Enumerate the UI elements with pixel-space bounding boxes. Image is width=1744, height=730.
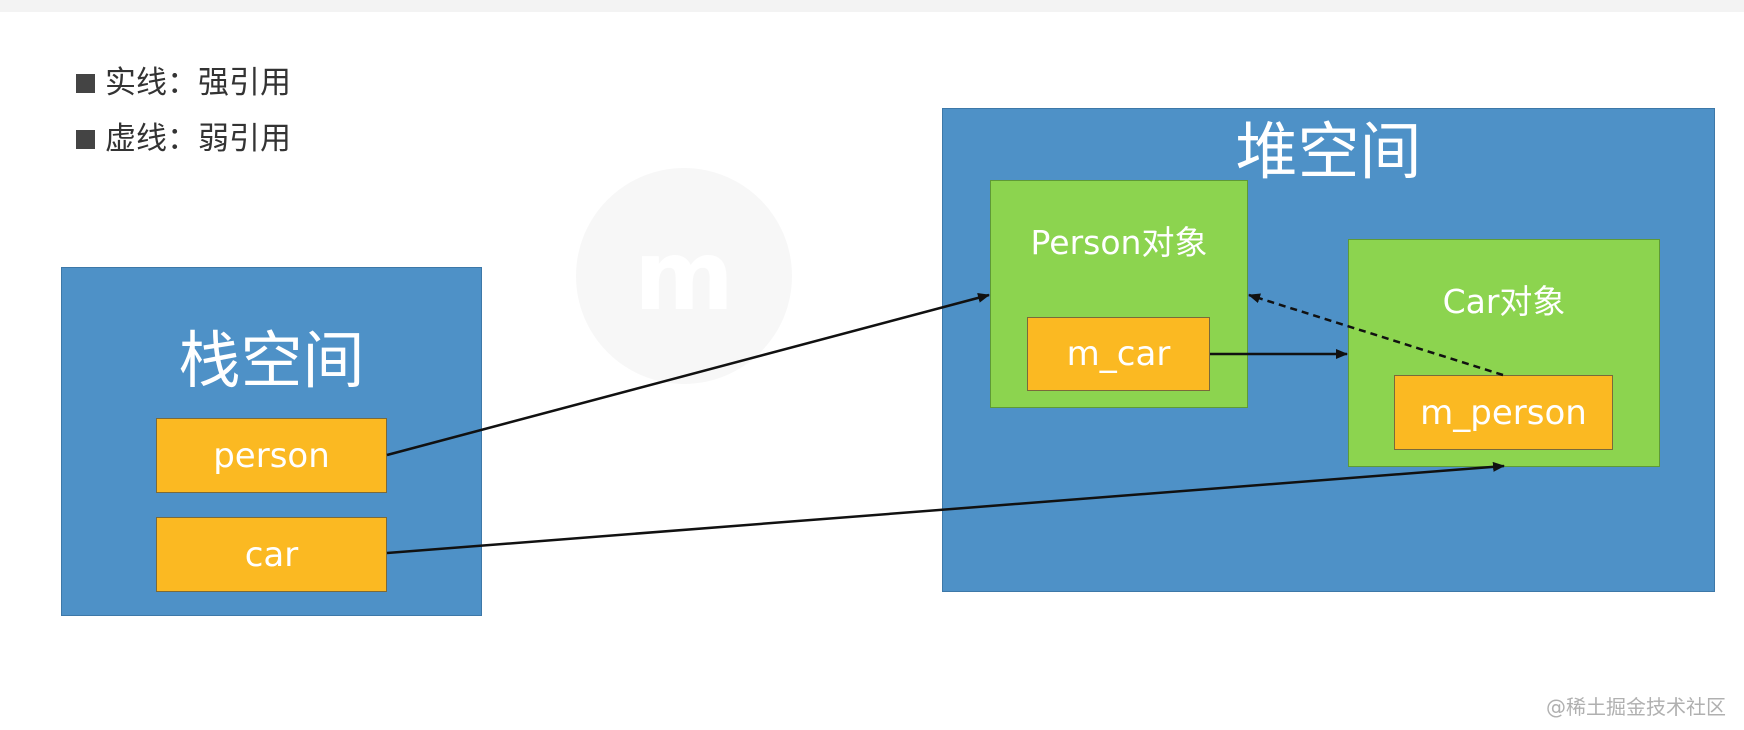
arrow-person-to-person-object bbox=[386, 292, 990, 457]
watermark-circle bbox=[576, 168, 792, 384]
legend-bullet bbox=[76, 130, 95, 149]
legend-dashed-text: 虚线：弱引用 bbox=[105, 121, 291, 157]
legend-solid-text: 实线：强引用 bbox=[105, 65, 291, 101]
arrow-m-person-to-person-object bbox=[1248, 293, 1504, 377]
legend-solid-line: 实线：强引用 bbox=[76, 68, 291, 99]
watermark-logo-icon: m bbox=[633, 220, 735, 332]
credit-watermark: @稀土掘金技术社区 bbox=[1546, 695, 1726, 719]
person-object-title: Person对象 bbox=[1030, 223, 1208, 262]
car-field-m-person: m_person bbox=[1394, 375, 1613, 450]
legend-bullet bbox=[76, 74, 95, 93]
stack-space-title: 栈空间 bbox=[178, 324, 365, 397]
stack-field-car: car bbox=[156, 517, 387, 592]
person-field-m-car: m_car bbox=[1027, 317, 1210, 391]
top-strip bbox=[0, 0, 1744, 12]
legend-dashed-line: 虚线：弱引用 bbox=[76, 124, 291, 155]
stack-field-person: person bbox=[156, 418, 387, 493]
heap-space-title: 堆空间 bbox=[1235, 115, 1422, 188]
car-object-title: Car对象 bbox=[1442, 282, 1566, 321]
arrow-car-to-car-object bbox=[386, 461, 1505, 555]
